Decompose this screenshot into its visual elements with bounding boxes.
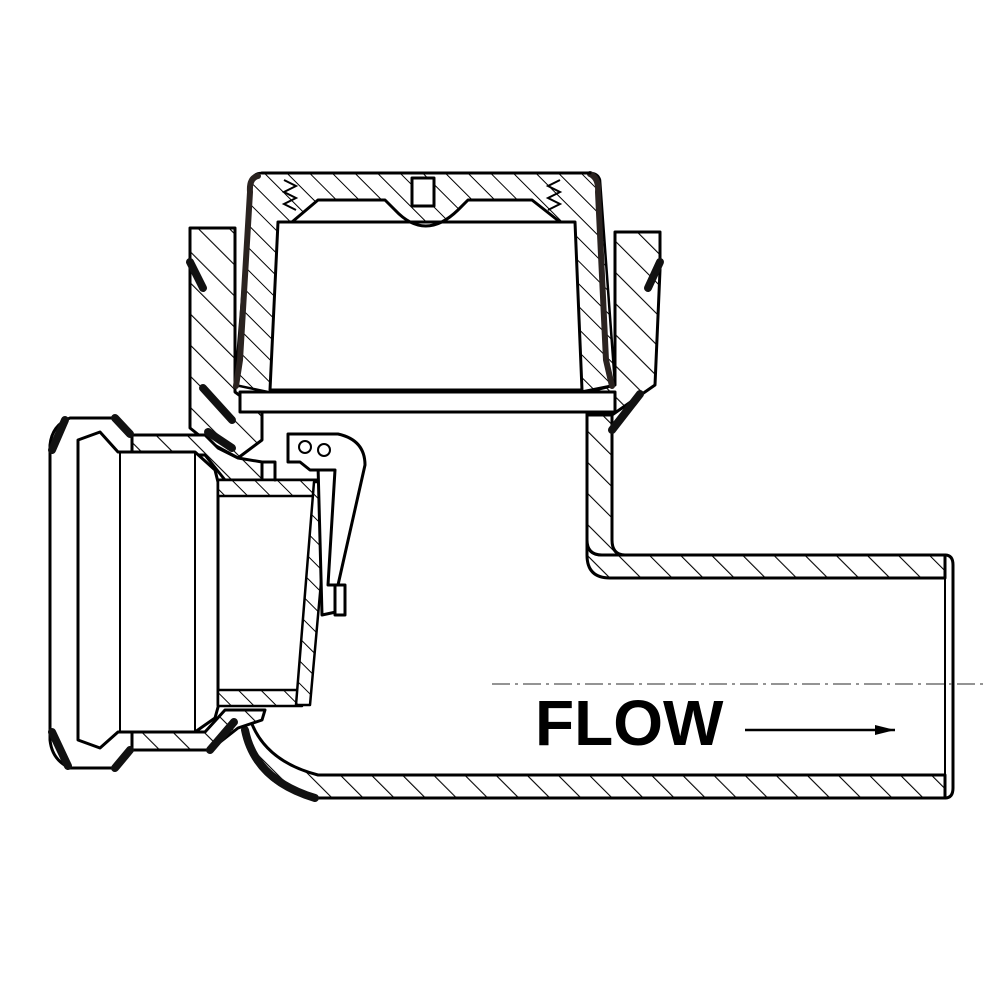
flow-indicator: FLOW: [535, 687, 895, 759]
valve-stop-block: [333, 583, 347, 617]
inlet-seal-mid-top: [204, 428, 236, 452]
outlet-pipe: [240, 413, 955, 802]
inlet-seal-top-right: [111, 414, 134, 438]
hinge-pin-left: [298, 440, 312, 454]
inlet-seal-bottom-right: [111, 746, 134, 772]
inlet-fitting: [48, 414, 267, 772]
inlet-lower-wall: [123, 708, 267, 752]
valve-hinge-bracket: [286, 432, 367, 587]
inlet-seal-mid-bottom: [206, 718, 238, 754]
housing-left-seal-top: [186, 258, 207, 292]
inlet-seal-bottom-left: [48, 728, 72, 770]
housing-band: [238, 390, 617, 414]
outlet-bottom-seal: [241, 726, 319, 802]
outlet-pipe-end: [943, 553, 955, 800]
cap-top-profile: [290, 198, 562, 228]
flow-label: FLOW: [535, 687, 724, 759]
housing-right-seal-bottom: [608, 390, 644, 434]
cap-left-edge: [233, 173, 261, 389]
hinge-pin-right: [317, 443, 331, 457]
cap-assembly: [233, 171, 617, 394]
check-valve-assembly: [216, 432, 367, 708]
inlet-seal-top-left: [48, 416, 69, 454]
inlet-coupling-body: [76, 430, 222, 750]
cap-thread-right: [545, 179, 563, 211]
top-housing: [186, 226, 664, 460]
cap-right-edge: [587, 171, 615, 389]
housing-left-seal-bottom: [199, 384, 236, 424]
cap-cavity: [268, 220, 584, 392]
cap-thread-left: [281, 179, 299, 211]
cap-center-stud: [410, 176, 436, 208]
housing-right-seal-top: [644, 258, 664, 292]
outlet-pipe-top-wall: [585, 413, 947, 580]
